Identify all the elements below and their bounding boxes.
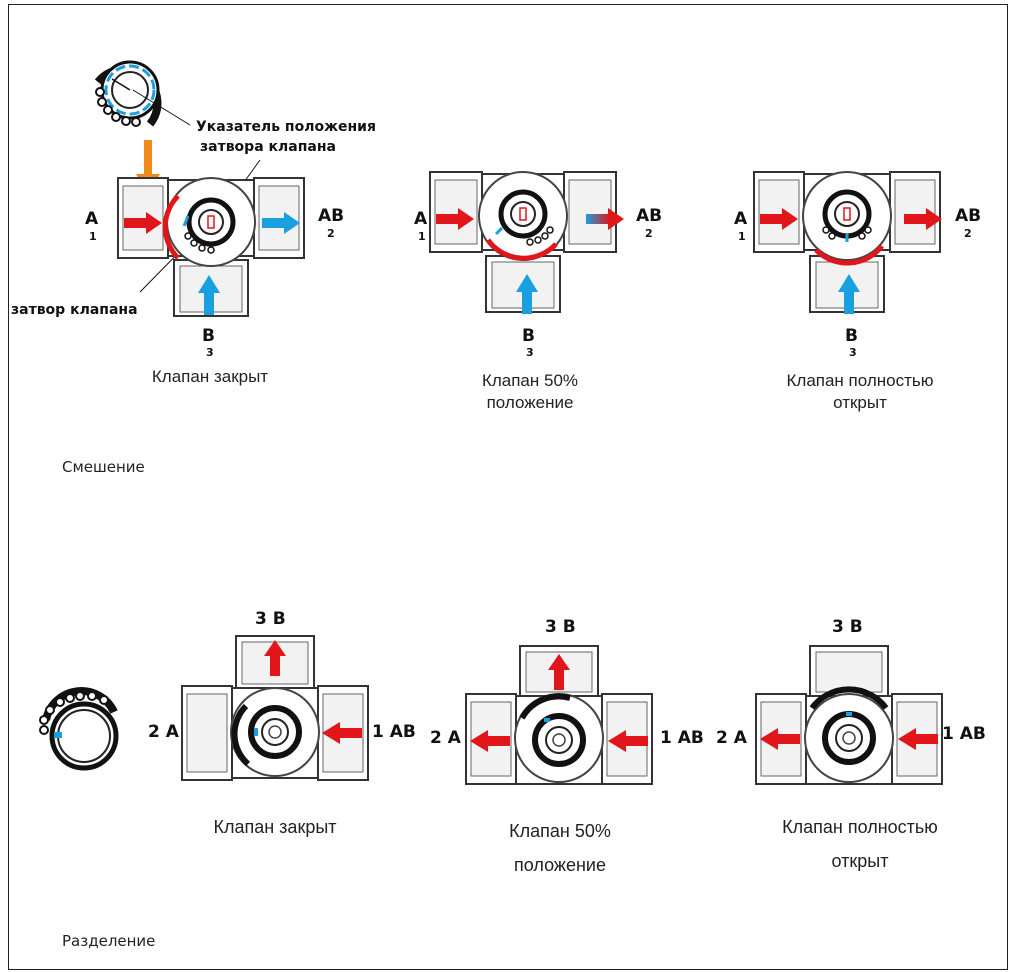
inlet-arrow-a-icon (760, 208, 798, 230)
indicator-annotation: Указатель положения затвора клапана (196, 117, 376, 157)
port-ab-number: 2 (327, 227, 335, 240)
inlet-arrow-1ab-icon (898, 728, 938, 750)
port-a-label: A (414, 209, 428, 229)
outlet-arrow-ab-icon (904, 208, 942, 230)
port-3b-label: 3 B (545, 617, 576, 637)
port-b-number: 3 (206, 346, 214, 359)
port-ab-label: AB (318, 206, 345, 226)
port-ab-label: AB (636, 206, 663, 226)
port-b-number: 3 (849, 346, 857, 359)
mixing-valve-open (753, 171, 941, 313)
port-ab-label: AB (955, 206, 982, 226)
outlet-arrow-3b-icon (548, 654, 570, 690)
mixing-caption-half-line2: положение (486, 393, 574, 412)
diverting-valve-open (755, 645, 943, 785)
mixing-caption-half-line1: Клапан 50% (481, 371, 579, 390)
diverting-caption-half-line2: положение (514, 855, 606, 875)
port-a-number: 1 (89, 230, 97, 243)
port-2a-label: 2 A (430, 728, 461, 748)
mixing-section-label: Смешение (62, 458, 145, 476)
outlet-arrow-2a-icon (760, 728, 800, 750)
inlet-arrow-a-icon (436, 208, 474, 230)
diverting-caption-open-line2: открыт (831, 851, 889, 871)
diverting-section-label: Разделение (62, 932, 156, 950)
port-3b-label: 3 B (832, 617, 863, 637)
port-1ab-label: 1 AB (942, 724, 986, 744)
port-b-number: 3 (526, 346, 534, 359)
port-ab-number: 2 (645, 227, 653, 240)
port-a-number: 1 (418, 230, 426, 243)
port-1ab-label: 1 AB (660, 728, 704, 748)
diverting-caption-half: Клапан 50% положение (465, 814, 655, 882)
port-a-label: A (734, 209, 748, 229)
position-indicator-dial-icon (94, 60, 162, 127)
gate-annotation: затвор клапана (11, 302, 138, 318)
outlet-arrow-3b-icon (264, 640, 286, 676)
port-3b-label: 3 B (255, 609, 286, 629)
mixing-valve-half (429, 171, 617, 313)
mixing-caption-open-line1: Клапан полностью (786, 371, 934, 390)
inlet-arrow-b-icon (198, 275, 220, 315)
indicator-annotation-line2: затвора клапана (200, 139, 336, 155)
mixing-caption-half: Клапан 50% положение (440, 370, 620, 414)
port-2a-label: 2 A (716, 728, 747, 748)
diverting-caption-half-line1: Клапан 50% (509, 821, 611, 841)
diverting-caption-open: Клапан полностью открыт (750, 810, 970, 878)
outlet-arrow-ab-icon (262, 212, 300, 234)
outlet-arrow-ab-mixed-icon (586, 208, 624, 230)
mixing-caption-open-line2: открыт (833, 393, 887, 412)
inlet-arrow-b-icon (838, 274, 860, 314)
port-a-number: 1 (738, 230, 746, 243)
port-ab-number: 2 (964, 227, 972, 240)
inlet-arrow-a-icon (124, 212, 162, 234)
diverting-caption-closed: Клапан закрыт (213, 817, 337, 837)
indicator-annotation-line1: Указатель положения (196, 119, 376, 135)
mixing-caption-open: Клапан полностью открыт (760, 370, 960, 414)
outlet-arrow-2a-icon (470, 730, 510, 752)
port-b-label: B (202, 326, 215, 346)
inlet-arrow-1ab-icon (322, 722, 362, 744)
figure-frame (8, 4, 1008, 970)
port-2a-label: 2 A (148, 722, 179, 742)
port-b-label: B (522, 326, 535, 346)
port-b-label: B (845, 326, 858, 346)
diverting-caption-open-line1: Клапан полностью (782, 817, 938, 837)
port-a-label: A (85, 209, 99, 229)
inlet-arrow-b-icon (516, 274, 538, 314)
position-indicator-dial-icon (39, 687, 119, 771)
inlet-arrow-1ab-icon (608, 730, 648, 752)
port-1ab-label: 1 AB (372, 722, 416, 742)
mixing-caption-closed: Клапан закрыт (151, 367, 269, 386)
